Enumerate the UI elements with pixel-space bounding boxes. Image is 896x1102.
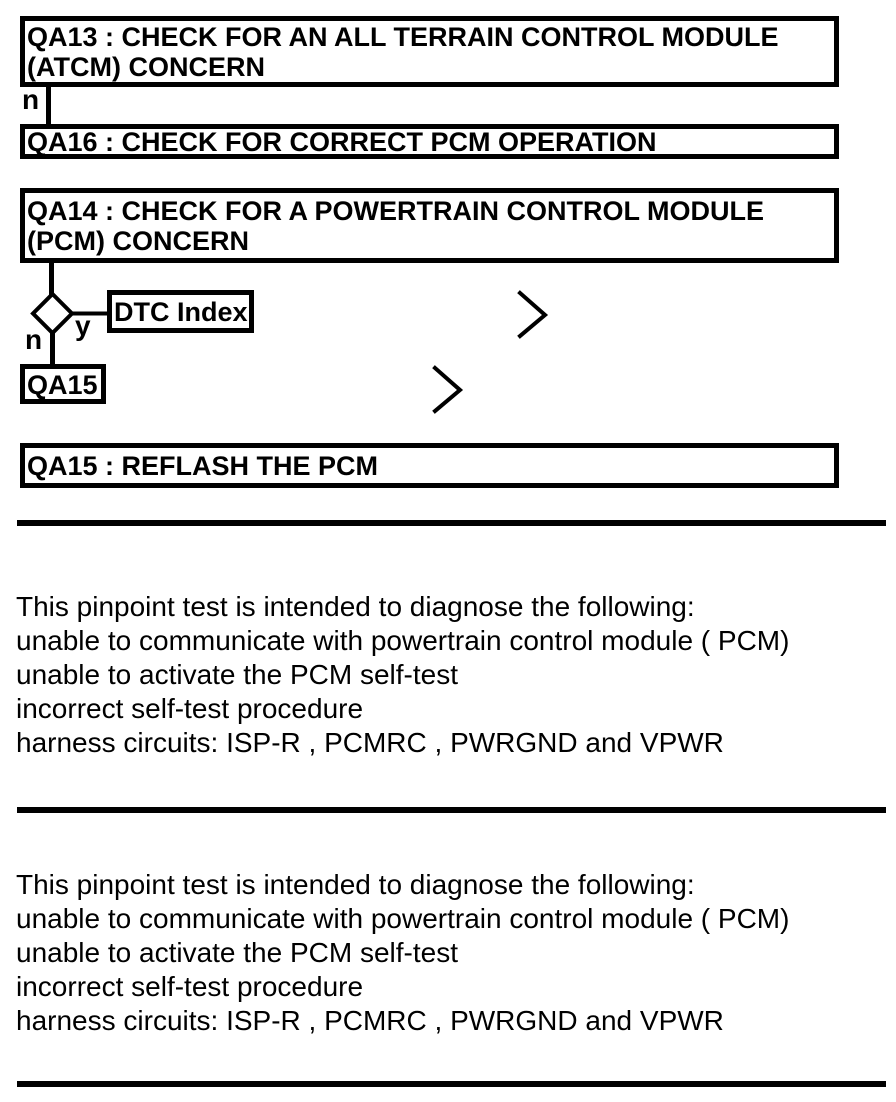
description-line: harness circuits: ISP-R , PCMRC , PWRGND…: [16, 1005, 724, 1036]
description-line: unable to activate the PCM self-test: [16, 659, 458, 690]
branch-label-yes: y: [75, 310, 91, 341]
description-line: unable to communicate with powertrain co…: [16, 903, 790, 934]
qa16-title: QA16 : CHECK FOR CORRECT PCM OPERATION: [27, 126, 657, 157]
qa14-title-line2: (PCM) CONCERN: [27, 226, 249, 256]
description-line: unable to communicate with powertrain co…: [16, 625, 790, 656]
pinpoint-test-description: This pinpoint test is intended to diagno…: [16, 868, 886, 1038]
description-line: unable to activate the PCM self-test: [16, 937, 458, 968]
flowchart-node-qa16[interactable]: QA16 : CHECK FOR CORRECT PCM OPERATION: [20, 124, 839, 159]
description-line: incorrect self-test procedure: [16, 971, 364, 1002]
flowchart-node-dtc-index[interactable]: DTC Index: [107, 290, 254, 333]
description-line: This pinpoint test is intended to diagno…: [16, 591, 695, 622]
qa14-title-line1: QA14 : CHECK FOR A POWERTRAIN CONTROL MO…: [27, 196, 765, 226]
chevron-right-icon[interactable]: [432, 365, 464, 414]
flowchart-node-qa13[interactable]: QA13 : CHECK FOR AN ALL TERRAIN CONTROL …: [20, 16, 839, 87]
branch-label-no: n: [22, 84, 40, 115]
chevron-right-icon[interactable]: [517, 290, 549, 339]
section-divider: [17, 807, 886, 813]
description-line: harness circuits: ISP-R , PCMRC , PWRGND…: [16, 727, 724, 758]
section-divider: [17, 520, 886, 526]
flowchart-node-qa15[interactable]: QA15 : REFLASH THE PCM: [20, 443, 839, 488]
section-divider: [17, 1081, 886, 1087]
flowchart-node-qa14[interactable]: QA14 : CHECK FOR A POWERTRAIN CONTROL MO…: [20, 188, 839, 263]
qa15-title: QA15 : REFLASH THE PCM: [27, 450, 379, 481]
pinpoint-test-description: This pinpoint test is intended to diagno…: [16, 590, 886, 760]
qa15-ref-label: QA15: [27, 369, 98, 400]
dtc-index-label: DTC Index: [114, 296, 248, 327]
qa13-title-line2: (ATCM) CONCERN: [27, 52, 265, 82]
description-line: incorrect self-test procedure: [16, 693, 364, 724]
qa13-title-line1: QA13 : CHECK FOR AN ALL TERRAIN CONTROL …: [27, 22, 779, 52]
description-line: This pinpoint test is intended to diagno…: [16, 869, 695, 900]
branch-label-no: n: [25, 324, 43, 355]
flowchart-node-qa15-ref[interactable]: QA15: [20, 364, 106, 404]
